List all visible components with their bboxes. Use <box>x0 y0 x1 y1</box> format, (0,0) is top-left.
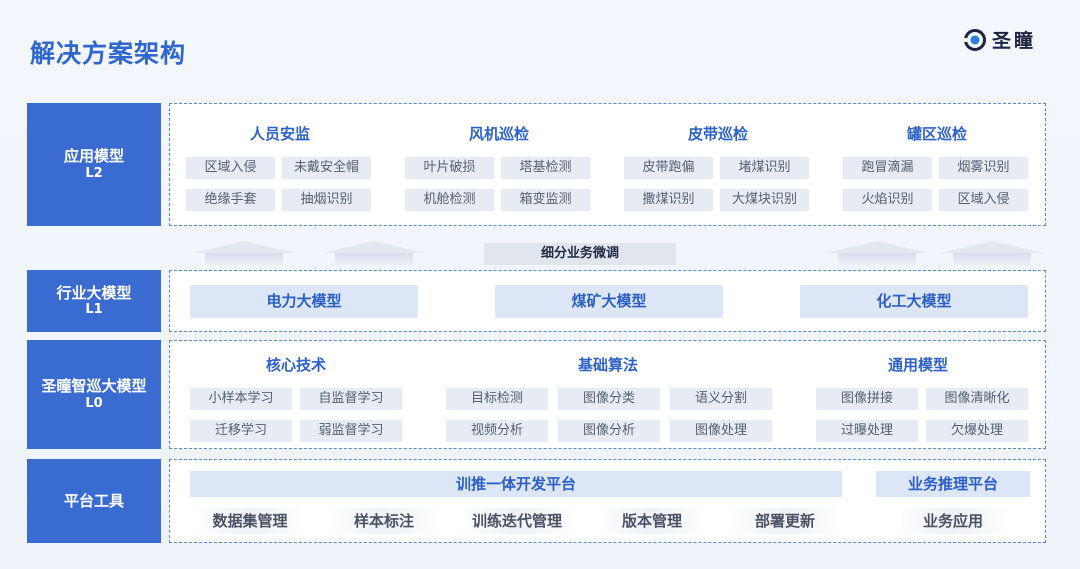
train-infer-platform: 训推一体开发平台 <box>190 471 842 497</box>
base-group-title: 通用模型 <box>887 356 948 374</box>
base-chip: 视频分析 <box>446 420 548 442</box>
base-chip: 小样本学习 <box>190 388 292 410</box>
base-chip: 过曝处理 <box>816 420 918 442</box>
base-chip: 语义分割 <box>670 388 772 410</box>
app-chip: 抽烟识别 <box>282 189 371 211</box>
industry-model-coal: 煤矿大模型 <box>495 285 723 318</box>
base-chip: 图像拼接 <box>816 388 918 410</box>
layer-label-l0: 圣瞳智巡大模型 L0 <box>27 340 161 449</box>
tool-item: 样本标注 <box>326 508 442 534</box>
tool-item: 部署更新 <box>727 508 843 534</box>
app-chip: 皮带跑偏 <box>624 157 713 179</box>
fine-tune-band: 细分业务微调 <box>484 243 676 265</box>
app-chip: 绝缘手套 <box>186 189 275 211</box>
app-chip: 机舱检测 <box>405 189 494 211</box>
app-chip: 大煤块识别 <box>720 189 809 211</box>
app-group-title: 皮带巡检 <box>687 125 748 143</box>
up-arrow-icon <box>192 241 296 253</box>
base-chip: 自监督学习 <box>300 388 402 410</box>
app-group-title: 风机巡检 <box>468 125 529 143</box>
tool-item: 业务应用 <box>893 508 1013 534</box>
app-chip: 叶片破损 <box>405 157 494 179</box>
layer-name: 应用模型 <box>63 147 124 165</box>
base-chip: 图像处理 <box>670 420 772 442</box>
arrow-band <box>838 253 916 265</box>
layer-level: L1 <box>85 302 103 318</box>
base-group-title: 基础算法 <box>577 356 638 374</box>
layer-name: 圣瞳智巡大模型 <box>41 377 147 395</box>
app-group-title: 人员安监 <box>249 125 310 143</box>
app-chip: 火焰识别 <box>843 189 932 211</box>
layer-name: 行业大模型 <box>56 283 132 302</box>
layer-label-tools: 平台工具 <box>27 459 161 543</box>
base-chip: 图像分类 <box>558 388 660 410</box>
app-chip: 堵煤识别 <box>720 157 809 179</box>
layer-level: L2 <box>85 165 103 181</box>
base-chip: 弱监督学习 <box>300 420 402 442</box>
app-chip: 未戴安全帽 <box>282 157 371 179</box>
arrow-band <box>205 253 283 265</box>
base-chip: 欠爆处理 <box>926 420 1028 442</box>
app-chip: 跑冒滴漏 <box>843 157 932 179</box>
arrow-band <box>953 253 1031 265</box>
layer-label-l1: 行业大模型 L1 <box>27 270 161 332</box>
arrow-band <box>335 253 413 265</box>
industry-model-power: 电力大模型 <box>190 285 418 318</box>
eye-logo-icon <box>963 28 986 51</box>
up-arrow-icon <box>825 241 929 253</box>
up-arrow-icon <box>322 241 426 253</box>
layer-name: 平台工具 <box>63 491 124 510</box>
brand-logo: 圣瞳 <box>963 26 1036 53</box>
app-chip: 区域入侵 <box>939 189 1028 211</box>
app-chip: 塔基检测 <box>501 157 590 179</box>
business-infer-platform: 业务推理平台 <box>876 471 1030 497</box>
brand-name: 圣瞳 <box>991 30 1036 52</box>
app-chip: 撒煤识别 <box>624 189 713 211</box>
base-chip: 图像分析 <box>558 420 660 442</box>
tool-item: 训练迭代管理 <box>456 508 578 534</box>
base-chip: 图像清晰化 <box>926 388 1028 410</box>
page-title: 解决方案架构 <box>30 39 187 68</box>
app-chip: 烟雾识别 <box>939 157 1028 179</box>
app-chip: 箱变监测 <box>501 189 590 211</box>
industry-model-chemical: 化工大模型 <box>800 285 1028 318</box>
base-chip: 迁移学习 <box>190 420 292 442</box>
base-chip: 目标检测 <box>446 388 548 410</box>
layer-level: L0 <box>85 395 103 411</box>
base-group-title: 核心技术 <box>265 356 326 374</box>
layer-label-l2: 应用模型 L2 <box>27 103 161 226</box>
tool-item: 数据集管理 <box>192 508 308 534</box>
app-group-title: 罐区巡检 <box>906 125 967 143</box>
app-chip: 区域入侵 <box>186 157 275 179</box>
up-arrow-icon <box>940 241 1044 253</box>
tool-item: 版本管理 <box>594 508 710 534</box>
